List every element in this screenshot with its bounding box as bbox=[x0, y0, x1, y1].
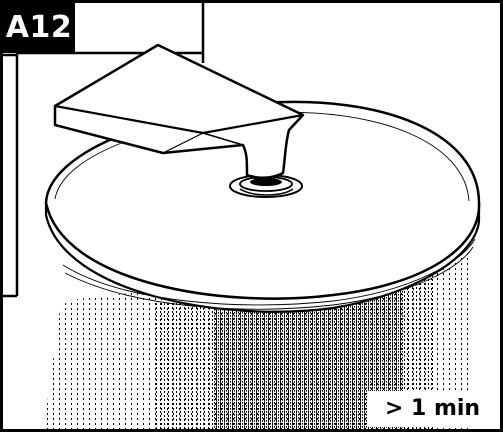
shower-arm bbox=[53, 43, 305, 181]
duration-label: > 1 min bbox=[367, 391, 498, 427]
swivel-joint bbox=[229, 174, 303, 198]
shower-head-rim-lines bbox=[62, 238, 476, 310]
wall-tile-outline bbox=[3, 3, 205, 298]
step-badge: A12 bbox=[3, 3, 75, 53]
shower-head-illustration bbox=[3, 3, 481, 429]
